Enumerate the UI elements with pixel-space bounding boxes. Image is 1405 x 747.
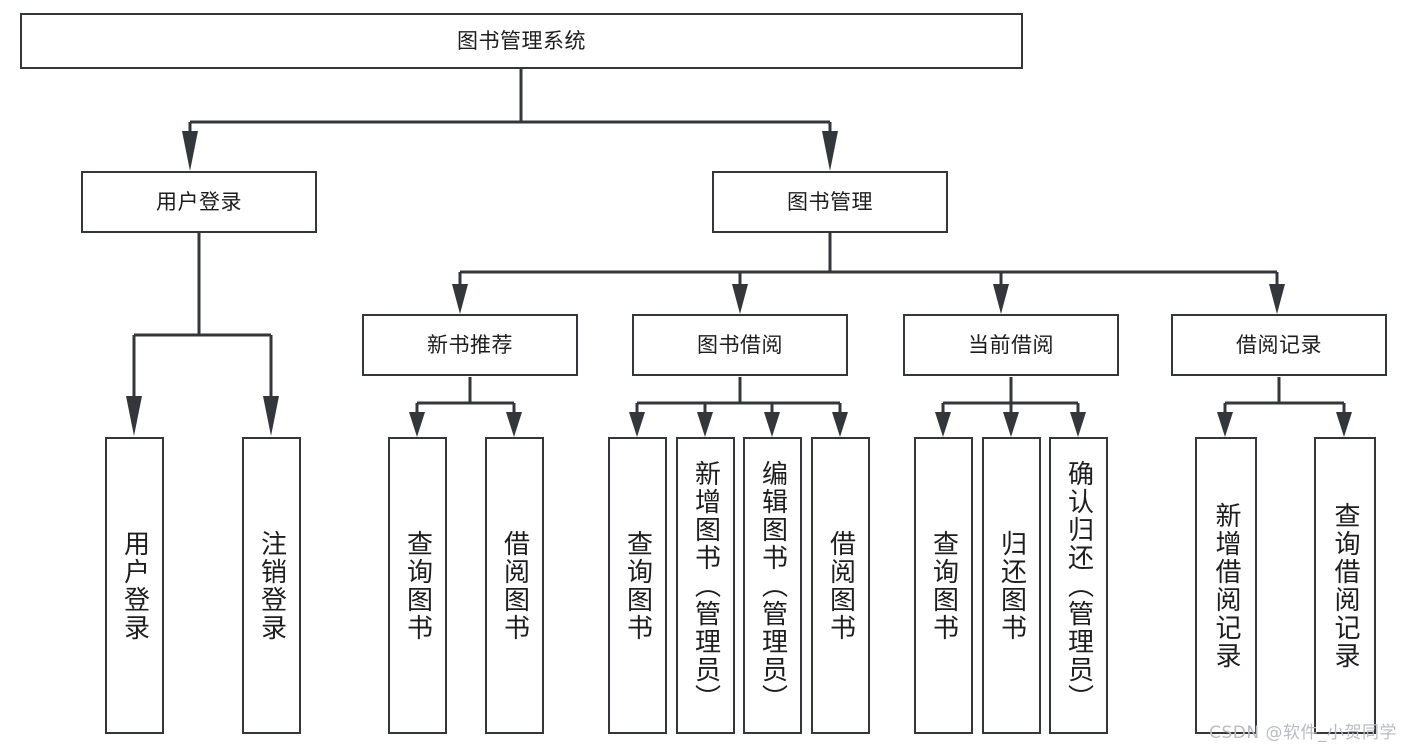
node-label: 用户登录 xyxy=(156,189,242,214)
arrow-cb-leaf-1 xyxy=(935,412,951,437)
node-book-management[interactable]: 图书管理 xyxy=(712,171,948,233)
node-current-borrow[interactable]: 当前借阅 xyxy=(903,314,1119,376)
arrow-newbook-leaf-1 xyxy=(409,412,425,437)
node-label: 图书管理系统 xyxy=(457,28,586,53)
leaf-currentborrow-return-book[interactable]: 归还图书 xyxy=(982,437,1041,734)
leaf-currentborrow-confirm-return-admin[interactable]: 确认归还（管理员） xyxy=(1049,437,1108,734)
arrow-book-manage xyxy=(822,131,838,171)
leaf-bookborrow-add-book-admin[interactable]: 新增图书（管理员） xyxy=(676,437,735,734)
node-label: 新书推荐 xyxy=(427,332,513,357)
arrow-user-leaf-1 xyxy=(126,396,142,436)
node-book-borrow[interactable]: 图书借阅 xyxy=(632,314,848,376)
arrow-bb-leaf-2 xyxy=(697,412,713,437)
node-label: 查询图书 xyxy=(402,529,433,642)
arrow-bb-leaf-4 xyxy=(832,412,848,437)
leaf-user-login[interactable]: 用户登录 xyxy=(105,437,164,734)
node-root-system[interactable]: 图书管理系统 xyxy=(20,13,1023,69)
node-label: 确认归还（管理员） xyxy=(1063,459,1094,712)
arrow-br-leaf-1 xyxy=(1217,412,1233,437)
node-label: 注销登录 xyxy=(256,529,287,642)
node-label: 借阅记录 xyxy=(1236,332,1322,357)
leaf-borrowrecord-query-record[interactable]: 查询借阅记录 xyxy=(1314,437,1376,734)
arrowheads xyxy=(126,131,1352,437)
arrow-user-leaf-2 xyxy=(263,396,279,436)
node-label: 借阅图书 xyxy=(499,529,530,642)
arrow-book-borrow xyxy=(732,284,748,314)
node-borrow-record[interactable]: 借阅记录 xyxy=(1171,314,1387,376)
leaf-borrowrecord-add-record[interactable]: 新增借阅记录 xyxy=(1195,437,1257,734)
leaf-user-logout[interactable]: 注销登录 xyxy=(242,437,301,734)
arrow-borrow-record xyxy=(1269,284,1285,314)
node-label: 编辑图书（管理员） xyxy=(757,459,788,712)
leaf-bookborrow-borrow-book[interactable]: 借阅图书 xyxy=(811,437,870,734)
node-label: 新增借阅记录 xyxy=(1211,501,1241,670)
node-label: 用户登录 xyxy=(119,529,150,642)
arrow-bb-leaf-3 xyxy=(764,412,780,437)
node-user-login[interactable]: 用户登录 xyxy=(81,171,317,233)
leaf-bookborrow-edit-book-admin[interactable]: 编辑图书（管理员） xyxy=(743,437,802,734)
node-label: 新增图书（管理员） xyxy=(690,459,721,712)
arrow-br-leaf-2 xyxy=(1336,412,1352,437)
arrow-newbook-leaf-2 xyxy=(506,412,522,437)
leaf-currentborrow-query-book[interactable]: 查询图书 xyxy=(914,437,973,734)
node-label: 查询借阅记录 xyxy=(1330,501,1360,670)
leaf-bookborrow-query-book[interactable]: 查询图书 xyxy=(608,437,667,734)
arrow-cb-leaf-2 xyxy=(1003,412,1019,437)
arrow-current-borrow xyxy=(993,284,1009,314)
arrow-cb-leaf-3 xyxy=(1070,412,1086,437)
node-label: 查询图书 xyxy=(928,529,959,642)
node-label: 图书管理 xyxy=(787,189,873,214)
node-label: 借阅图书 xyxy=(825,529,856,642)
node-label: 当前借阅 xyxy=(968,332,1054,357)
node-label: 查询图书 xyxy=(622,529,653,642)
arrow-bb-leaf-1 xyxy=(629,412,645,437)
arrow-user-login xyxy=(182,131,198,171)
leaf-newbook-query-book[interactable]: 查询图书 xyxy=(388,437,447,734)
node-label: 归还图书 xyxy=(996,529,1027,642)
node-new-book-recommend[interactable]: 新书推荐 xyxy=(362,314,578,376)
leaf-newbook-borrow-book[interactable]: 借阅图书 xyxy=(485,437,544,734)
arrow-new-book xyxy=(452,284,468,314)
node-label: 图书借阅 xyxy=(697,332,783,357)
